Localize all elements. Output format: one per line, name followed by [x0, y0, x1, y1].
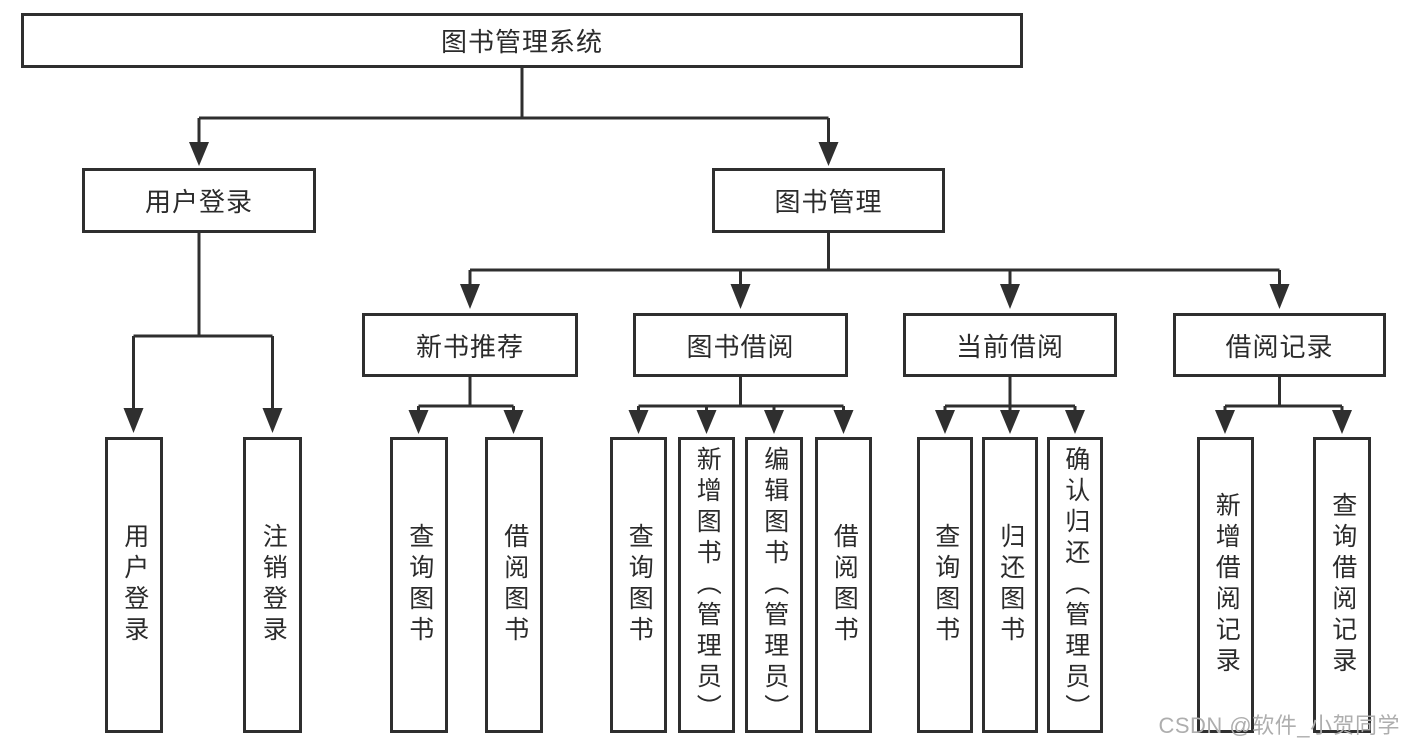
leaf-return-books: 归还图书 [982, 437, 1038, 733]
leaf-query-books-current: 查询图书 [917, 437, 973, 733]
arrowhead-icon [262, 408, 283, 433]
book-borrow-branch-line [637, 377, 845, 412]
leaf-logout: 注销登录 [243, 437, 302, 733]
arrowhead-icon [408, 410, 429, 434]
arrowhead-icon [764, 410, 784, 434]
leaf-add-books-admin: 新增图书（管理员） [678, 437, 735, 733]
leaf-query-books-recommend-label: 查询图书 [405, 523, 434, 647]
arrowhead-icon [833, 410, 854, 434]
arrowhead-icon [935, 410, 955, 434]
node-book-borrow-label: 图书借阅 [686, 331, 795, 362]
node-book-borrow: 图书借阅 [633, 313, 848, 377]
leaf-user-login-label: 用户登录 [120, 523, 149, 647]
arrowhead-icon [628, 410, 649, 434]
leaf-query-borrow-record: 查询借阅记录 [1313, 437, 1371, 733]
csdn-watermark: CSDN @软件_小贺同学 [1158, 713, 1400, 738]
leaf-user-login: 用户登录 [105, 437, 163, 733]
node-root: 图书管理系统 [21, 13, 1023, 68]
user-login-branch-line [132, 233, 274, 410]
arrowhead-icon [460, 284, 480, 309]
leaf-add-borrow-record: 新增借阅记录 [1197, 437, 1254, 733]
arrowhead-icon [503, 410, 524, 434]
leaf-confirm-return-admin: 确认归还（管理员） [1047, 437, 1103, 733]
node-user-login: 用户登录 [82, 168, 316, 233]
node-root-label: 图书管理系统 [440, 27, 603, 57]
leaf-query-books-borrow: 查询图书 [610, 437, 667, 733]
current-borrow-branch-line [943, 377, 1077, 412]
arrowhead-icon [730, 284, 751, 309]
node-new-book-recommend: 新书推荐 [362, 313, 578, 377]
arrowhead-icon [123, 408, 144, 433]
book-mgmt-branch-line [468, 233, 1281, 286]
leaf-confirm-return-admin-label: 确认归还（管理员） [1061, 445, 1090, 725]
leaf-borrow-books-recommend: 借阅图书 [485, 437, 543, 733]
arrowheads [123, 142, 1352, 434]
arrowhead-icon [189, 142, 209, 166]
node-new-book-recommend-label: 新书推荐 [415, 331, 524, 362]
arrowhead-icon [1000, 410, 1020, 434]
leaf-return-books-label: 归还图书 [996, 523, 1025, 647]
arrowhead-icon [1065, 410, 1085, 434]
root-branch-line [197, 68, 830, 144]
node-book-mgmt: 图书管理 [712, 168, 945, 233]
node-current-borrow-label: 当前借阅 [955, 331, 1064, 362]
leaf-edit-books-admin-label: 编辑图书（管理员） [760, 445, 789, 725]
leaf-borrow-books-label: 借阅图书 [830, 523, 859, 647]
node-user-login-label: 用户登录 [144, 187, 253, 217]
leaf-query-books-recommend: 查询图书 [390, 437, 448, 733]
leaf-query-books-current-label: 查询图书 [931, 523, 960, 647]
node-current-borrow: 当前借阅 [903, 313, 1117, 377]
node-borrow-records-label: 借阅记录 [1225, 331, 1334, 362]
leaf-add-borrow-record-label: 新增借阅记录 [1212, 492, 1241, 678]
borrow-records-branch-line [1223, 377, 1344, 412]
leaf-query-books-borrow-label: 查询图书 [625, 523, 654, 647]
node-book-mgmt-label: 图书管理 [774, 187, 883, 217]
arrowhead-icon [1269, 284, 1290, 309]
leaf-add-books-admin-label: 新增图书（管理员） [693, 445, 722, 725]
arrowhead-icon [1332, 410, 1352, 434]
leaf-edit-books-admin: 编辑图书（管理员） [745, 437, 803, 733]
leaf-query-borrow-record-label: 查询借阅记录 [1328, 492, 1357, 678]
node-borrow-records: 借阅记录 [1173, 313, 1386, 377]
arrowhead-icon [1000, 284, 1020, 309]
leaf-logout-label: 注销登录 [259, 523, 288, 647]
leaf-borrow-books: 借阅图书 [815, 437, 872, 733]
arrowhead-icon [696, 410, 717, 434]
arrowhead-icon [1215, 410, 1235, 434]
leaf-borrow-books-recommend-label: 借阅图书 [500, 523, 529, 647]
branch-lines [132, 68, 1344, 412]
arrowhead-icon [818, 142, 839, 166]
new-book-branch-line [417, 377, 515, 412]
